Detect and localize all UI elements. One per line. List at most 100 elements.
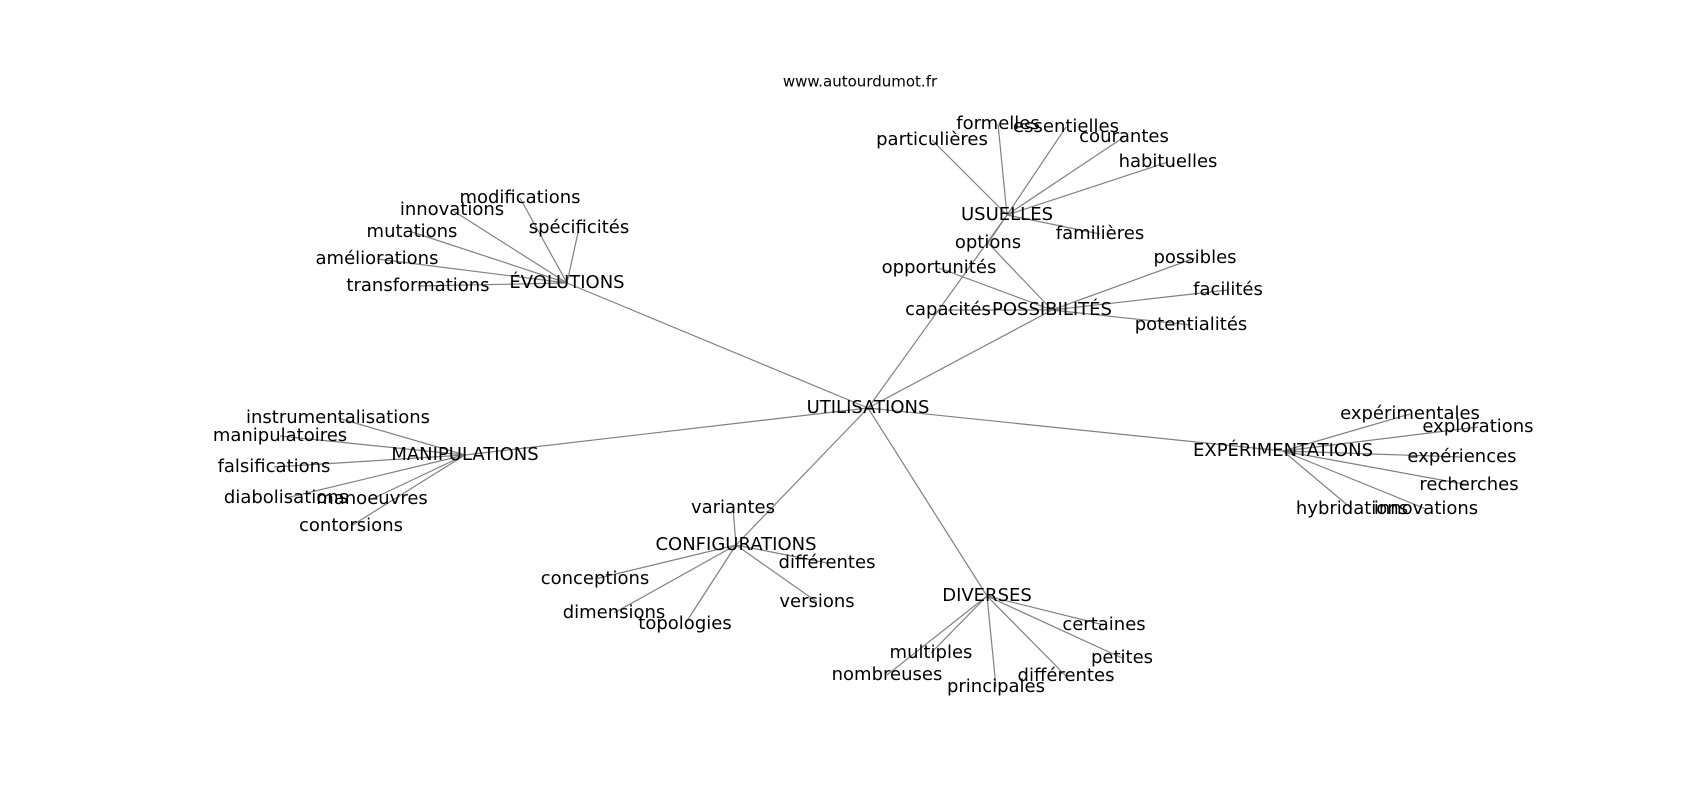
edge-usuelles-leaf <box>1006 136 1125 216</box>
edge-experimentations-leaf <box>1282 413 1411 452</box>
leaf-node-label: instrumentalisations <box>246 407 430 428</box>
leaf-node-label: habituelles <box>1119 151 1218 172</box>
leaf-node-label: nombreuses <box>832 664 943 685</box>
leaf-node-label: formelles <box>956 113 1040 134</box>
leaf-node-label: contorsions <box>299 515 403 536</box>
edge-experimentations-leaf <box>1282 450 1463 458</box>
edge-configurations-leaf <box>735 544 818 603</box>
leaf-node-label: potentialités <box>1135 314 1248 335</box>
graph-labels: UTILISATIONSÉVOLUTIONSmodificationsinnov… <box>213 113 1534 697</box>
leaf-node-label: variantes <box>691 497 775 518</box>
leaf-node-label: petites <box>1091 647 1153 668</box>
edge-possibilites-leaf <box>938 267 1053 311</box>
edge-experimentations-leaf <box>1282 450 1353 510</box>
edge-manipulations-leaf <box>371 454 466 500</box>
leaf-node-label: manoeuvres <box>316 488 428 509</box>
edge-manipulations-leaf <box>337 417 466 456</box>
leaf-node-label: courantes <box>1079 126 1169 147</box>
edge-manipulations-leaf <box>350 454 466 527</box>
edge-usuelles-leaf <box>1006 214 1101 235</box>
leaf-node-label: falsifications <box>218 456 331 477</box>
edge-usuelles-leaf <box>931 139 1008 216</box>
leaf-node-label: différentes <box>779 552 876 573</box>
edge-diverses-leaf <box>886 595 988 676</box>
leaf-node-label: transformations <box>346 275 489 296</box>
edge-manipulations-leaf <box>279 435 466 456</box>
center-node-label: UTILISATIONS <box>807 397 930 418</box>
leaf-node-label: versions <box>779 591 854 612</box>
edge-diverses-leaf <box>986 595 997 688</box>
leaf-node-label: mutations <box>367 221 458 242</box>
edge-possibilites-leaf <box>987 242 1053 311</box>
hub-node-label: CONFIGURATIONS <box>655 534 816 555</box>
edge-center-diverses <box>867 407 988 597</box>
edge-diverses-leaf <box>930 595 988 654</box>
edge-configurations-leaf <box>613 544 737 614</box>
leaf-node-label: différentes <box>1018 665 1115 686</box>
edge-possibilites-leaf <box>1051 309 1192 326</box>
leaf-node-label: conceptions <box>541 568 650 589</box>
edge-center-experimentations <box>867 407 1284 452</box>
graph-edges <box>273 123 1479 688</box>
edge-usuelles-leaf <box>997 123 1008 216</box>
edge-center-evolutions <box>566 282 869 409</box>
leaf-node-label: expérimentales <box>1340 403 1480 424</box>
leaf-node-label: opportunités <box>882 257 997 278</box>
edge-manipulations-leaf <box>285 454 466 499</box>
leaf-node-label: essentielles <box>1013 116 1119 137</box>
leaf-node-label: expériences <box>1407 446 1516 467</box>
edge-usuelles-leaf <box>1006 126 1067 216</box>
hub-node-label: MANIPULATIONS <box>391 444 538 465</box>
leaf-node-label: dimensions <box>563 602 666 623</box>
edge-manipulations-leaf <box>273 454 466 468</box>
leaf-node-label: hybridations <box>1296 498 1408 519</box>
leaf-node-label: explorations <box>1422 416 1533 437</box>
edge-possibilites-leaf <box>1051 289 1229 311</box>
edge-configurations-leaf <box>732 507 737 546</box>
edge-diverses-leaf <box>986 595 1123 659</box>
leaf-node-label: particulières <box>876 129 988 150</box>
leaf-node-label: innovations <box>400 199 504 220</box>
leaf-node-label: multiples <box>890 642 973 663</box>
edge-evolutions-leaf <box>417 282 568 287</box>
edge-evolutions-leaf <box>411 231 568 284</box>
edge-evolutions-leaf <box>519 197 568 284</box>
edge-center-usuelles <box>867 214 1008 409</box>
leaf-node-label: familières <box>1056 223 1144 244</box>
hub-node-label: DIVERSES <box>942 585 1032 606</box>
hub-node-label: USUELLES <box>961 204 1053 225</box>
leaf-node-label: capacités <box>905 299 991 320</box>
edge-experimentations-leaf <box>1282 426 1479 452</box>
edge-usuelles-leaf <box>987 214 1008 244</box>
edge-center-possibilites <box>867 309 1053 409</box>
edge-evolutions-leaf <box>566 227 580 284</box>
edge-center-manipulations <box>464 407 869 456</box>
leaf-node-label: innovations <box>1374 498 1478 519</box>
edge-evolutions-leaf <box>376 258 568 284</box>
edge-experimentations-leaf <box>1282 450 1470 486</box>
edge-center-configurations <box>735 407 869 546</box>
hub-node-label: ÉVOLUTIONS <box>509 271 624 293</box>
hub-node-label: EXPÉRIMENTATIONS <box>1193 439 1373 461</box>
edge-diverses-leaf <box>986 595 1105 626</box>
leaf-node-label: améliorations <box>316 248 439 269</box>
leaf-node-label: topologies <box>638 613 731 634</box>
edge-configurations-leaf <box>735 544 828 564</box>
leaf-node-label: spécificités <box>529 217 630 238</box>
leaf-node-label: options <box>955 232 1021 253</box>
edge-possibilites-leaf <box>1051 257 1196 311</box>
leaf-node-label: facilités <box>1193 279 1263 300</box>
source-label: www.autourdumot.fr <box>783 73 938 91</box>
edge-diverses-leaf <box>986 595 1067 677</box>
leaf-node-label: certaines <box>1062 614 1145 635</box>
hub-node-label: POSSIBILITÉS <box>992 298 1112 320</box>
leaf-node-label: recherches <box>1419 474 1518 495</box>
edge-evolutions-leaf <box>451 209 568 284</box>
leaf-node-label: modifications <box>459 187 580 208</box>
edge-experimentations-leaf <box>1282 450 1427 510</box>
edge-configurations-leaf <box>594 544 737 580</box>
leaf-node-label: principales <box>947 676 1045 697</box>
leaf-node-label: manipulatoires <box>213 425 347 446</box>
leaf-node-label: possibles <box>1153 247 1236 268</box>
